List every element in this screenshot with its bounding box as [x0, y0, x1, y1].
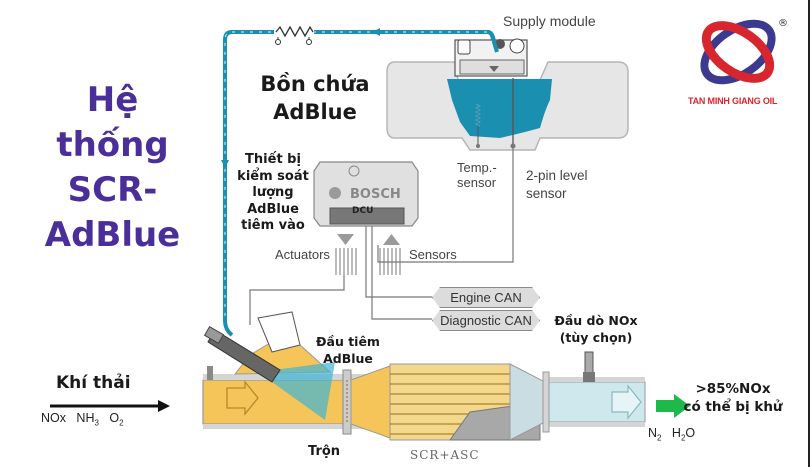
gas-symbol: N	[648, 426, 658, 440]
flow-arrow-icon	[226, 380, 259, 416]
title-line: thống	[56, 125, 169, 165]
label-line: sensor	[457, 175, 497, 190]
sensor-arrow-icon	[383, 234, 400, 245]
diagnostic-can-tag: Diagnostic CAN	[432, 310, 540, 331]
label-line: Đầu tiêm	[316, 334, 380, 349]
gas-symbol: H	[671, 426, 681, 440]
gas-subscript: 3	[94, 418, 99, 428]
label-line: Temp.-	[457, 160, 497, 175]
supply-module	[454, 30, 528, 77]
title-line: Hệ	[86, 80, 139, 120]
page-title: Hệ thống SCR- AdBlue	[20, 78, 205, 258]
mixer-label: Trộn	[308, 444, 341, 459]
gas-subscript: 2	[119, 418, 124, 428]
gas-symbol: NH	[76, 411, 95, 425]
title-line: AdBlue	[44, 215, 181, 255]
heater-resistor-icon	[274, 25, 314, 45]
nox-sensor-label: Đầu dò NOx (tùy chọn)	[548, 312, 644, 346]
adblue-spray	[258, 362, 335, 420]
signal-bundles	[335, 248, 401, 275]
adblue-injector	[203, 311, 301, 383]
dcu-brand-text: BOSCH	[350, 187, 401, 202]
engine-can-tag: Engine CAN	[432, 287, 540, 308]
flow-arrow-icon	[221, 160, 229, 168]
level-sensor-label: 2-pin level sensor	[526, 167, 588, 203]
label-line: (tùy chọn)	[559, 330, 633, 345]
supply-module-label: Supply module	[503, 13, 596, 29]
gas-n2: N2	[648, 426, 662, 443]
gas-subscript: 2	[657, 433, 662, 443]
result-label: >85%NOx có thể bị khử	[668, 380, 798, 416]
actuators-label: Actuators	[275, 247, 330, 262]
input-gases: NOx NH3 O2	[41, 411, 124, 428]
label-line: tiêm vào	[241, 218, 305, 233]
label-line: Thiết bị	[245, 152, 301, 167]
gas-o2: O2	[109, 411, 124, 428]
gas-nox: NOx	[41, 411, 66, 425]
label-line: AdBlue	[247, 201, 299, 217]
label-line: >85%NOx	[695, 381, 771, 397]
dcu-description-label: Thiết bị kiểm soát lượng AdBlue tiêm vào	[232, 152, 314, 235]
label-line: 2-pin level	[526, 168, 588, 183]
brand-logo	[700, 19, 776, 85]
frame-border	[808, 0, 810, 467]
catalyst-label: SCR+ASC	[410, 448, 480, 462]
exhaust-pipe	[202, 311, 646, 441]
label-line: lượng	[252, 185, 294, 200]
flow-arrow-icon	[611, 384, 642, 420]
adblue-tank	[386, 61, 629, 151]
label-line: sensor	[526, 186, 567, 201]
label-line: kiểm soát	[237, 168, 309, 184]
nox-sensor	[583, 351, 595, 382]
dcu-model-text: DCU	[352, 206, 373, 216]
tank-label-line: AdBlue	[273, 100, 357, 124]
flow-arrow-icon	[372, 28, 380, 36]
temp-sensor-label: Temp.- sensor	[457, 160, 497, 190]
label-line: Đầu dò NOx	[554, 313, 638, 328]
gas-subscript: 2	[680, 433, 686, 443]
actuator-arrow-icon	[337, 234, 354, 245]
injector-label: Đầu tiêm AdBlue	[312, 333, 384, 367]
title-line: SCR-	[67, 170, 158, 210]
label-line: có thể bị khử	[683, 399, 783, 415]
dcu-unit: BOSCH DCU	[313, 161, 419, 245]
label-line: AdBlue	[323, 351, 373, 366]
gas-h2o: H2O	[671, 426, 696, 443]
registered-mark-icon: ®	[778, 18, 788, 29]
exhaust-input-arrow	[50, 400, 170, 412]
brand-name: TAN MINH GIANG OIL	[688, 96, 778, 106]
level-sensor-wire	[377, 148, 514, 263]
tank-label: Bồn chứa AdBlue	[250, 70, 380, 126]
tank-label-line: Bồn chứa	[260, 72, 370, 96]
gas-symbol: O	[685, 426, 696, 440]
sensors-label: Sensors	[409, 247, 457, 262]
output-gases: N2 H2O	[648, 426, 695, 443]
gas-symbol: O	[109, 411, 120, 425]
gas-nh3: NH3	[76, 411, 99, 428]
output-arrow-icon	[656, 394, 690, 418]
exhaust-label: Khí thải	[56, 373, 131, 393]
